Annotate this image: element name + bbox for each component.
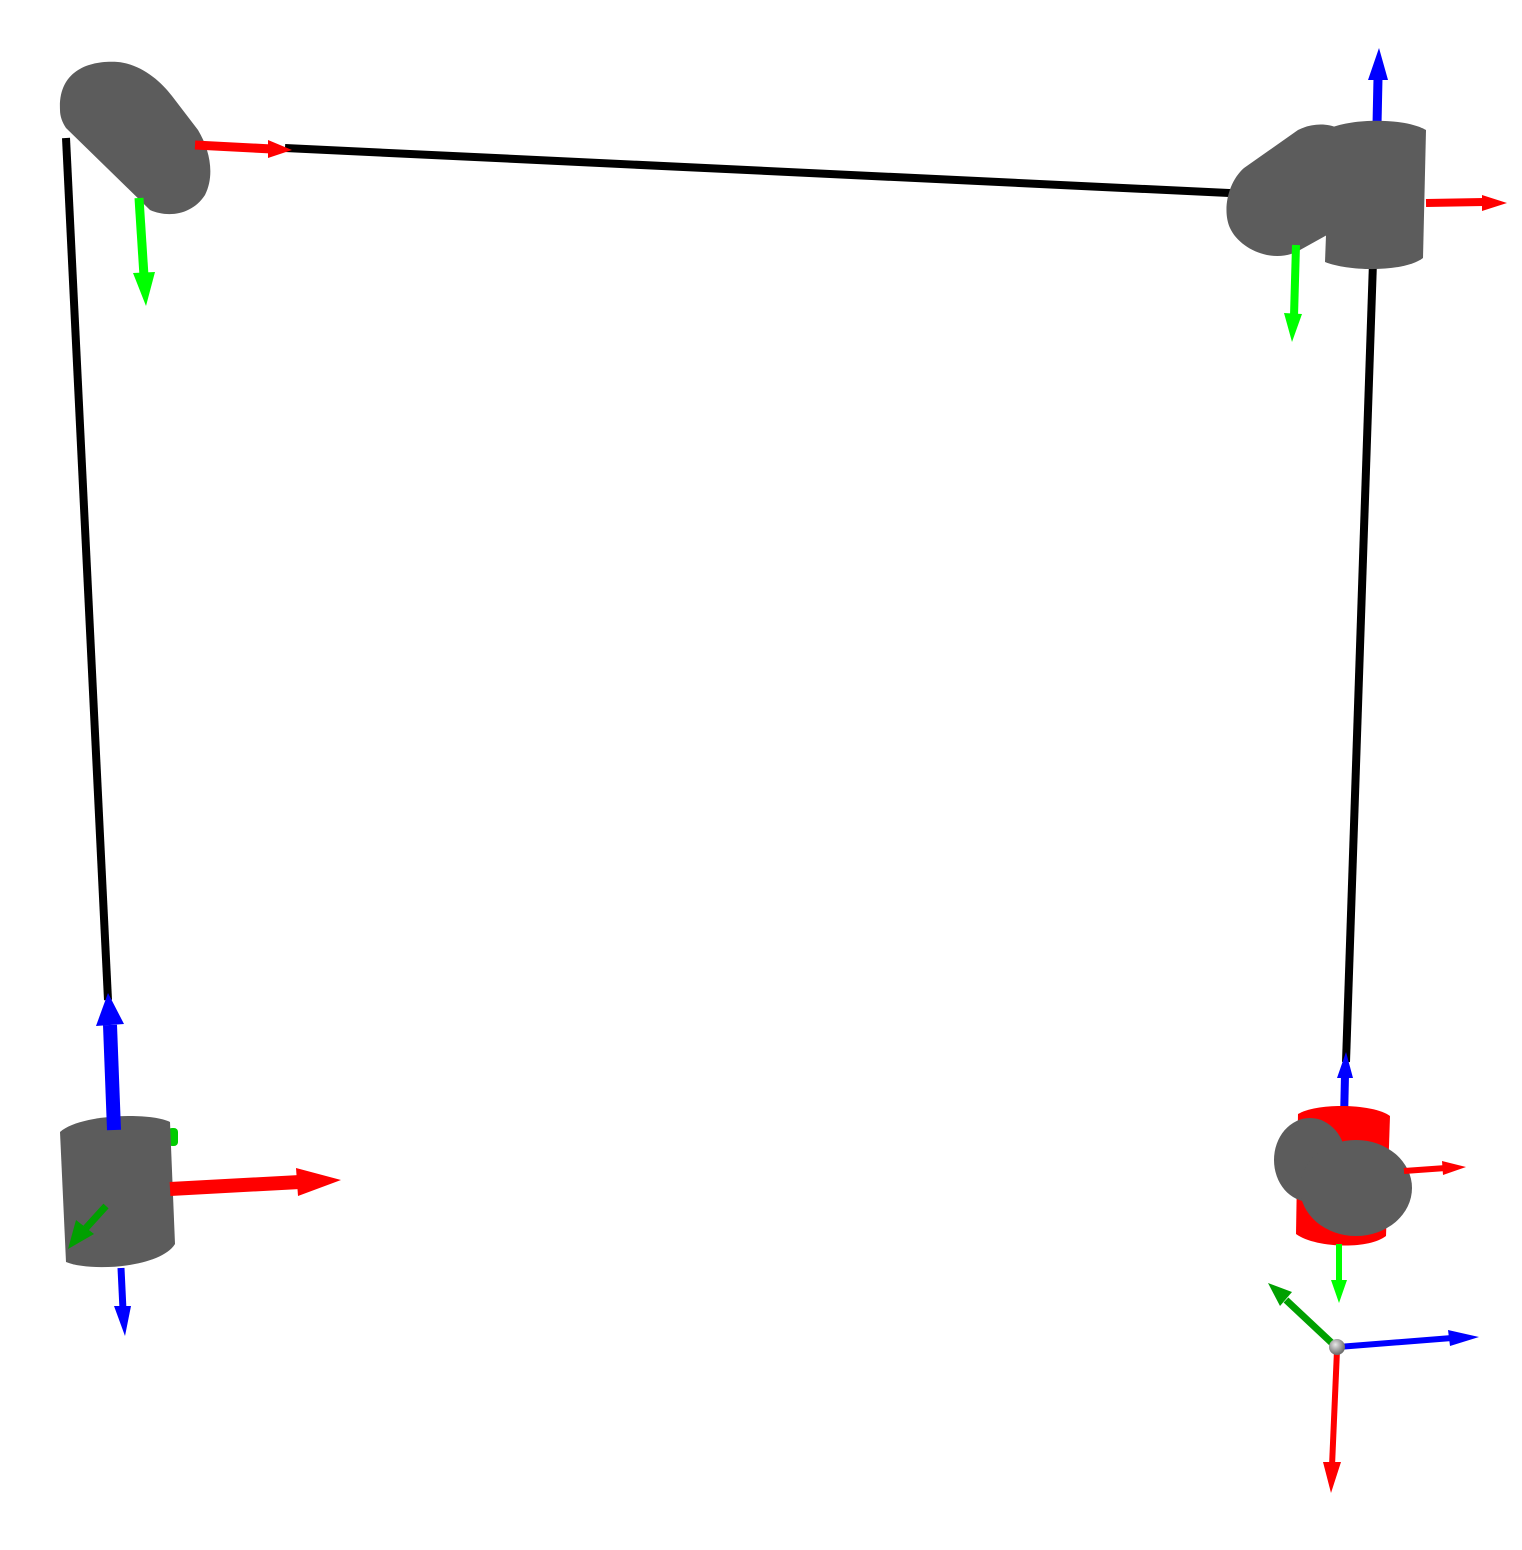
origin-sphere bbox=[1329, 1339, 1345, 1355]
link-right bbox=[1342, 261, 1377, 1063]
y-axis-arrow bbox=[1331, 1244, 1347, 1303]
y-axis-arrow bbox=[68, 1203, 109, 1249]
joint-body-upright bbox=[1325, 120, 1426, 270]
y-axis-arrow bbox=[1268, 1283, 1337, 1348]
link-left bbox=[62, 137, 112, 1001]
joint-bottom-left[interactable] bbox=[60, 993, 341, 1336]
joint-bottom-right[interactable] bbox=[1274, 1052, 1466, 1303]
world-frame[interactable] bbox=[1268, 1283, 1479, 1493]
z-axis-arrow bbox=[1368, 48, 1388, 126]
joint-body-tilted bbox=[1226, 124, 1352, 257]
x-axis-arrow bbox=[1425, 195, 1507, 211]
x-axis-arrow bbox=[1323, 1349, 1341, 1493]
y-axis-arrow bbox=[1284, 244, 1302, 342]
z-axis-arrow bbox=[96, 993, 124, 1131]
z-axis-arrow bbox=[1337, 1330, 1479, 1350]
joint-top-left[interactable] bbox=[59, 61, 292, 306]
joint-disc-front bbox=[1300, 1140, 1412, 1236]
x-axis-arrow bbox=[169, 1168, 341, 1196]
z-axis-arrow-down bbox=[114, 1267, 131, 1336]
link-top bbox=[284, 144, 1251, 198]
x-axis-arrow bbox=[194, 140, 292, 158]
links bbox=[62, 137, 1377, 1063]
y-axis-arrow bbox=[133, 197, 155, 306]
joint-body bbox=[60, 1116, 175, 1268]
joint-body bbox=[59, 61, 211, 215]
x-axis-arrow bbox=[1403, 1161, 1466, 1175]
joint-top-right[interactable] bbox=[1226, 48, 1507, 342]
